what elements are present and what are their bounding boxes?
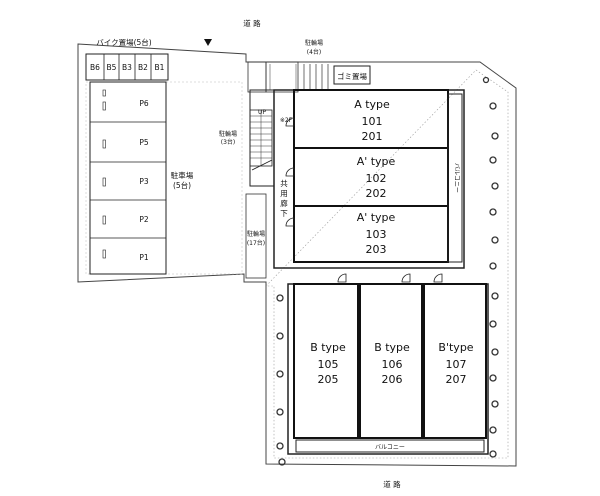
- bicycle-parking-low-count: (17台): [247, 239, 265, 247]
- bike-slot-label: B2: [138, 63, 148, 72]
- bicycle-parking-top-label: 駐輪場: [305, 39, 323, 47]
- stair-2f-label: ※2F: [280, 117, 293, 124]
- bike-parking-label: バイク置場(5台): [96, 37, 152, 47]
- unit-number: 205: [318, 373, 339, 386]
- unit-number: 101: [362, 115, 383, 128]
- unit-number: 107: [446, 358, 467, 371]
- bicycle-parking-low-label: 駐輪場: [247, 230, 265, 238]
- corridor-label-char: 下: [280, 209, 288, 218]
- road-top-label: 道 路: [243, 18, 261, 28]
- parking-bay-label: P1: [139, 253, 149, 262]
- site-hatch-band: [265, 69, 509, 459]
- corridor-label-char: 用: [280, 189, 288, 198]
- parking-bay-label: P2: [139, 215, 149, 224]
- garbage-label: ゴミ置場: [337, 71, 367, 81]
- unit-number: 106: [382, 358, 403, 371]
- bike-slot-label: B1: [155, 63, 165, 72]
- bicycle-parking-mid-count: (3台): [221, 138, 236, 146]
- building-lower: [287, 283, 489, 455]
- stair-area: [245, 89, 275, 279]
- unit-number: 203: [366, 243, 387, 256]
- unit-type-label: A' type: [357, 155, 396, 168]
- bicycle-parking-top-count: (4台): [307, 48, 322, 56]
- parking-bays: P6 P5 P3 P2 P1: [89, 81, 167, 275]
- entrance-arrow-icon: [204, 39, 212, 46]
- parking-bay-label: P5: [139, 138, 149, 147]
- bike-slot-label: B5: [107, 63, 117, 72]
- parking-bay-label: P6: [139, 99, 149, 108]
- corridor-label-char: 共: [280, 179, 288, 188]
- unit-number: 202: [366, 187, 387, 200]
- road-bottom-label: 道 路: [383, 479, 401, 489]
- unit-type-label: B type: [374, 341, 410, 354]
- unit-type-label: B'type: [438, 341, 473, 354]
- car-parking-count: (5台): [173, 180, 191, 190]
- unit-number: 105: [318, 358, 339, 371]
- unit-number: 207: [446, 373, 467, 386]
- balcony-bottom-label: バルコニー: [375, 444, 405, 451]
- unit-number: 201: [362, 130, 383, 143]
- unit-type-label: A type: [354, 98, 390, 111]
- bike-slot-label: B6: [90, 63, 100, 72]
- corridor-label-char: 廊: [280, 198, 288, 208]
- bike-slots: B6 B5 B3 B2 B1: [85, 53, 169, 81]
- building-upper: [273, 89, 465, 283]
- unit-number: 103: [366, 228, 387, 241]
- unit-number: 206: [382, 373, 403, 386]
- car-parking-area: [85, 81, 243, 275]
- stair-up-label: UP: [258, 109, 266, 116]
- car-parking-label: 駐車場: [171, 170, 194, 180]
- bike-slot-label: B3: [122, 63, 132, 72]
- unit-number: 102: [366, 172, 387, 185]
- unit-type-label: B type: [310, 341, 346, 354]
- top-service-strip: [247, 61, 371, 93]
- unit-type-label: A' type: [357, 211, 396, 224]
- parking-bay-label: P3: [139, 177, 149, 186]
- site-columns: [276, 76, 499, 466]
- bicycle-parking-mid-label: 駐輪場: [219, 130, 237, 138]
- balcony-side-label: バルコニー: [453, 163, 460, 193]
- site-boundary: [77, 43, 517, 467]
